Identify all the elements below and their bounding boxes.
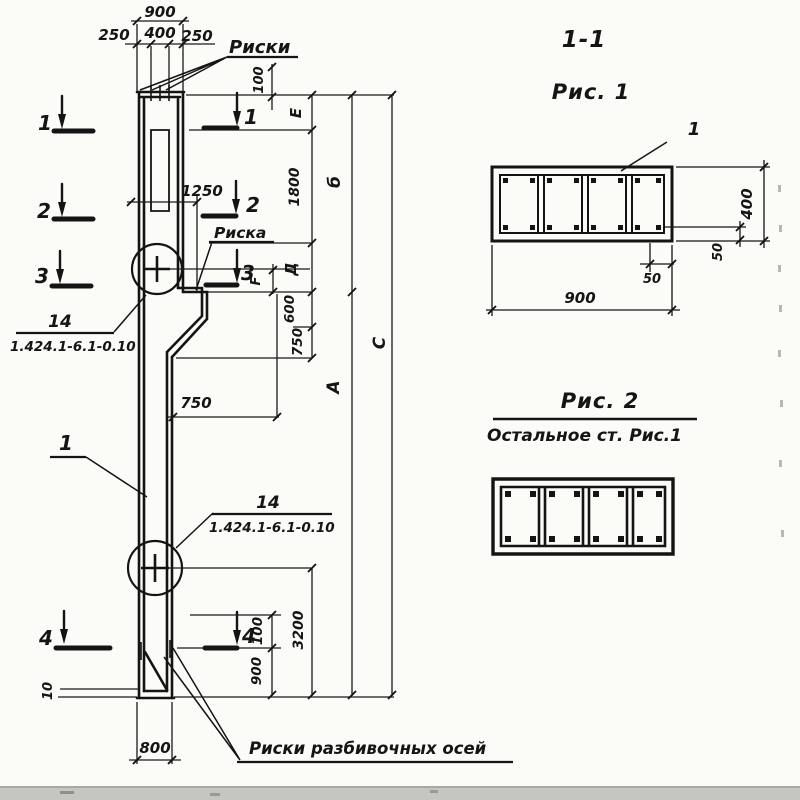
- fig1-rebar-dots: [503, 178, 661, 230]
- dim-F: F: [249, 276, 264, 285]
- fig1-labels: 1-1 Рис. 1 1 400 50 50 900: [552, 27, 756, 307]
- dim-1800: 1800: [287, 167, 303, 206]
- fig2-subtitle: Остальное ст. Рис.1: [487, 426, 682, 446]
- fig1-dim-400: 400: [738, 188, 756, 220]
- fixture-pos-upper: 14: [48, 312, 72, 332]
- section-mark-1-right: 1: [244, 105, 258, 129]
- dim-250-left: 250: [98, 26, 129, 44]
- section-mark-2-right: 2: [246, 193, 260, 217]
- fig2-rebar-dots: [505, 491, 662, 542]
- fig1-leader: [620, 141, 668, 172]
- fig1-rebar-label: 1: [688, 119, 701, 140]
- dim-750-chain: 750: [290, 328, 306, 356]
- dim-400-top: 400: [143, 24, 175, 42]
- section-mark-1-left: 1: [38, 111, 52, 135]
- riska-label: Риска: [214, 224, 266, 242]
- fig1-title: Рис. 1: [552, 80, 630, 104]
- riski-axes-label: Риски разбивочных осей: [249, 739, 487, 758]
- riski-label: Риски: [229, 37, 291, 58]
- dim-3200: 3200: [291, 610, 307, 649]
- fig2-labels: Рис. 2 Остальное ст. Рис.1: [487, 389, 682, 446]
- dim-D: Д: [282, 262, 300, 276]
- fig1-dim-50-side: 50: [711, 243, 726, 261]
- fig1-dim-50-bottom: 50: [643, 272, 661, 287]
- dim-900-top: 900: [144, 3, 175, 21]
- fixture-series-upper: 1.424.1-6.1-0.10: [10, 339, 136, 355]
- fig2-title: Рис. 2: [561, 389, 639, 413]
- leader-lines: [16, 55, 513, 764]
- dim-A: А: [324, 380, 344, 395]
- fig1-section-drawing: [486, 141, 770, 316]
- dim-1250: 1250: [181, 182, 223, 200]
- section-mark-3-left: 3: [35, 264, 49, 288]
- section-mark-3-right: 3: [241, 261, 255, 285]
- fig2-section-drawing: [491, 477, 675, 556]
- dim-600: 600: [282, 295, 298, 323]
- fig1-section-title: 1-1: [562, 27, 607, 53]
- dimension-ticks: [126, 16, 397, 765]
- section-cut-marks: [49, 91, 241, 651]
- dim-900-bottom: 900: [249, 657, 265, 685]
- fig1-dim-900: 900: [564, 289, 595, 307]
- dim-250-right: 250: [181, 27, 212, 45]
- scan-artifacts: [0, 185, 800, 800]
- dim-800: 800: [139, 739, 170, 757]
- section-mark-4-left: 4: [38, 626, 53, 650]
- section-mark-2-left: 2: [37, 199, 51, 223]
- fixture-pos-lower: 14: [256, 493, 280, 513]
- dim-C: С: [370, 336, 390, 349]
- dim-100-bottom: 100: [250, 617, 266, 645]
- elevation-labels: 900 250 400 250 Риски 100 1 2 3 4 1 2 3 …: [10, 3, 487, 758]
- item-1-label: 1: [59, 431, 73, 455]
- fig1-dimension-lines: [486, 160, 770, 316]
- column-recess: [150, 129, 170, 212]
- dim-b: б: [325, 176, 345, 188]
- dim-E: Е: [287, 107, 305, 118]
- fixture-series-lower: 1.424.1-6.1-0.10: [209, 520, 335, 536]
- section-mark-4-right: 4: [241, 624, 256, 648]
- dim-750-step: 750: [180, 394, 211, 412]
- fig1-ticks: [487, 162, 769, 315]
- column-outline: [135, 90, 209, 700]
- dim-100-top: 100: [252, 66, 267, 93]
- dim-10: 10: [41, 682, 56, 700]
- section-arrowheads: [56, 111, 241, 645]
